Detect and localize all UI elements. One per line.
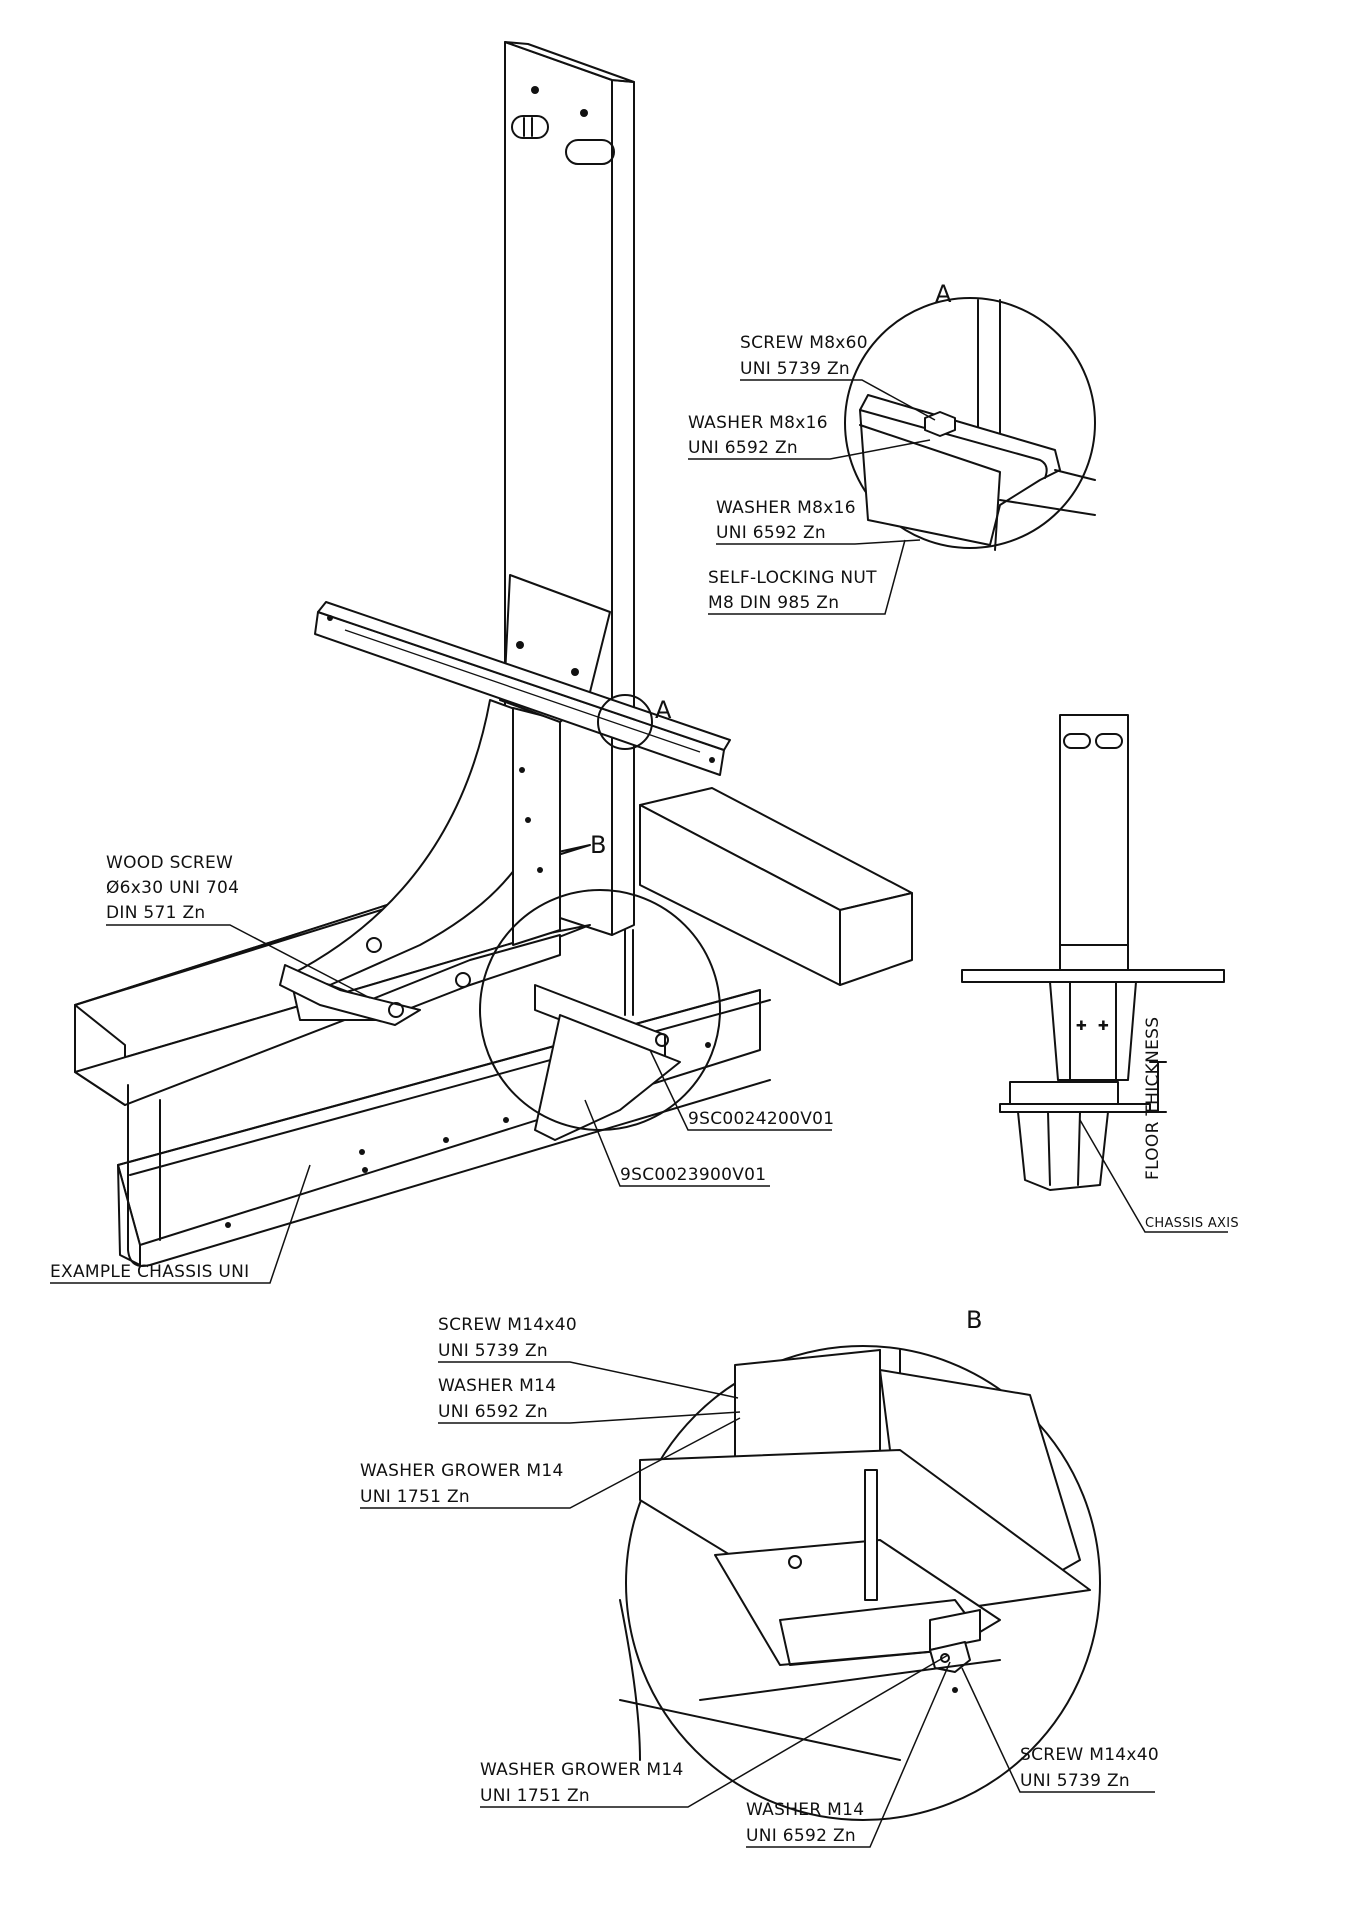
detail-a-contents [859, 299, 1096, 551]
part-number-2: 9SC0023900V01 [620, 1165, 766, 1185]
detail-b-view: B SCREW M14x40 UNI 5739 Zn WASH [360, 1306, 1159, 1848]
detail-b-washer-top-line-1: WASHER M14 [438, 1376, 556, 1396]
side-view-mark-1: ✚ [1076, 1019, 1087, 1034]
detail-b-circle-marker [479, 889, 721, 1131]
detail-a-washer-bottom-label: WASHER M8x16 UNI 6592 Zn [716, 498, 921, 545]
chassis-axis-label: CHASSIS AXIS [1079, 1119, 1239, 1233]
wood-screw-line-2: Ø6x30 UNI 704 [106, 878, 239, 898]
detail-a-circle-marker [597, 694, 653, 750]
detail-b-grower-top-label: WASHER GROWER M14 UNI 1751 Zn [360, 1417, 741, 1509]
detail-b-grower-top-line-1: WASHER GROWER M14 [360, 1461, 564, 1481]
callout-b-letter: B [590, 831, 607, 859]
detail-a-screw-line-2: UNI 5739 Zn [740, 359, 850, 379]
detail-b-letter: B [966, 1306, 983, 1334]
side-view-mark-2: ✚ [1098, 1019, 1109, 1034]
detail-a-view: A SCREW M8x60 UNI 5739 Zn WASHER M8x16 U… [688, 280, 1096, 615]
wood-screw-line-3: DIN 571 Zn [106, 903, 206, 923]
part-label-1: 9SC0024200V01 [649, 1049, 834, 1131]
detail-a-nut-label: SELF-LOCKING NUT M8 DIN 985 Zn [708, 539, 906, 615]
detail-b-screw-bottom-line-1: SCREW M14x40 [1020, 1745, 1159, 1765]
lower-fitting [534, 929, 681, 1141]
floor-thickness-label: FLOOR THICKNESS [1143, 1017, 1163, 1180]
cross-bar [314, 601, 731, 776]
detail-b-screw-top-line-2: UNI 5739 Zn [438, 1341, 548, 1361]
detail-b-screw-bottom-label: SCREW M14x40 UNI 5739 Zn [961, 1667, 1159, 1793]
chassis-label: EXAMPLE CHASSIS UNI [50, 1164, 311, 1284]
detail-a-washer-bottom-line-1: WASHER M8x16 [716, 498, 856, 518]
detail-b-circle [625, 1345, 1101, 1821]
wood-screw-label: WOOD SCREW Ø6x30 UNI 704 DIN 571 Zn [106, 853, 371, 999]
detail-b-washer-bottom-label: WASHER M14 UNI 6592 Zn [746, 1661, 951, 1848]
detail-a-washer-bottom-line-2: UNI 6592 Zn [716, 523, 826, 543]
detail-b-grower-bottom-line-2: UNI 1751 Zn [480, 1786, 590, 1806]
detail-b-grower-bottom-label: WASHER GROWER M14 UNI 1751 Zn [480, 1654, 949, 1808]
detail-b-grower-bottom-line-1: WASHER GROWER M14 [480, 1760, 684, 1780]
part-number-1: 9SC0024200V01 [688, 1109, 834, 1129]
detail-b-washer-bottom-line-1: WASHER M14 [746, 1800, 864, 1820]
callout-a-letter: A [655, 696, 672, 724]
detail-b-screw-top-line-1: SCREW M14x40 [438, 1315, 577, 1335]
detail-b-washer-top-line-2: UNI 6592 Zn [438, 1402, 548, 1422]
detail-a-washer-top-line-2: UNI 6592 Zn [688, 438, 798, 458]
chassis-axis-text: CHASSIS AXIS [1145, 1216, 1239, 1231]
detail-a-circle [844, 297, 1096, 549]
detail-a-letter: A [935, 280, 952, 308]
detail-b-washer-top-label: WASHER M14 UNI 6592 Zn [438, 1376, 741, 1424]
side-view: ✚ ✚ FLOOR THICKNESS CHASSIS AXIS [961, 714, 1239, 1233]
detail-b-washer-bottom-line-2: UNI 6592 Zn [746, 1826, 856, 1846]
detail-b-screw-bottom-line-2: UNI 5739 Zn [1020, 1771, 1130, 1791]
detail-a-nut-line-2: M8 DIN 985 Zn [708, 593, 839, 613]
detail-a-washer-top-label: WASHER M8x16 UNI 6592 Zn [688, 413, 931, 460]
detail-a-screw-label: SCREW M8x60 UNI 5739 Zn [740, 333, 936, 421]
detail-a-nut-line-1: SELF-LOCKING NUT [708, 568, 877, 588]
chassis-text: EXAMPLE CHASSIS UNI [50, 1262, 250, 1282]
detail-b-grower-top-line-2: UNI 1751 Zn [360, 1487, 470, 1507]
detail-a-screw-line-1: SCREW M8x60 [740, 333, 868, 353]
part-label-2: 9SC0023900V01 [584, 1099, 770, 1187]
detail-b-screw-top-label: SCREW M14x40 UNI 5739 Zn [438, 1315, 739, 1399]
detail-b-contents [619, 1349, 1091, 1761]
wood-screw-line-1: WOOD SCREW [106, 853, 233, 873]
floor-block-right [639, 787, 913, 986]
detail-a-washer-top-line-1: WASHER M8x16 [688, 413, 828, 433]
main-assembly-view: A B WOOD SCREW Ø6x30 UNI 704 DIN 571 Zn … [50, 41, 913, 1284]
